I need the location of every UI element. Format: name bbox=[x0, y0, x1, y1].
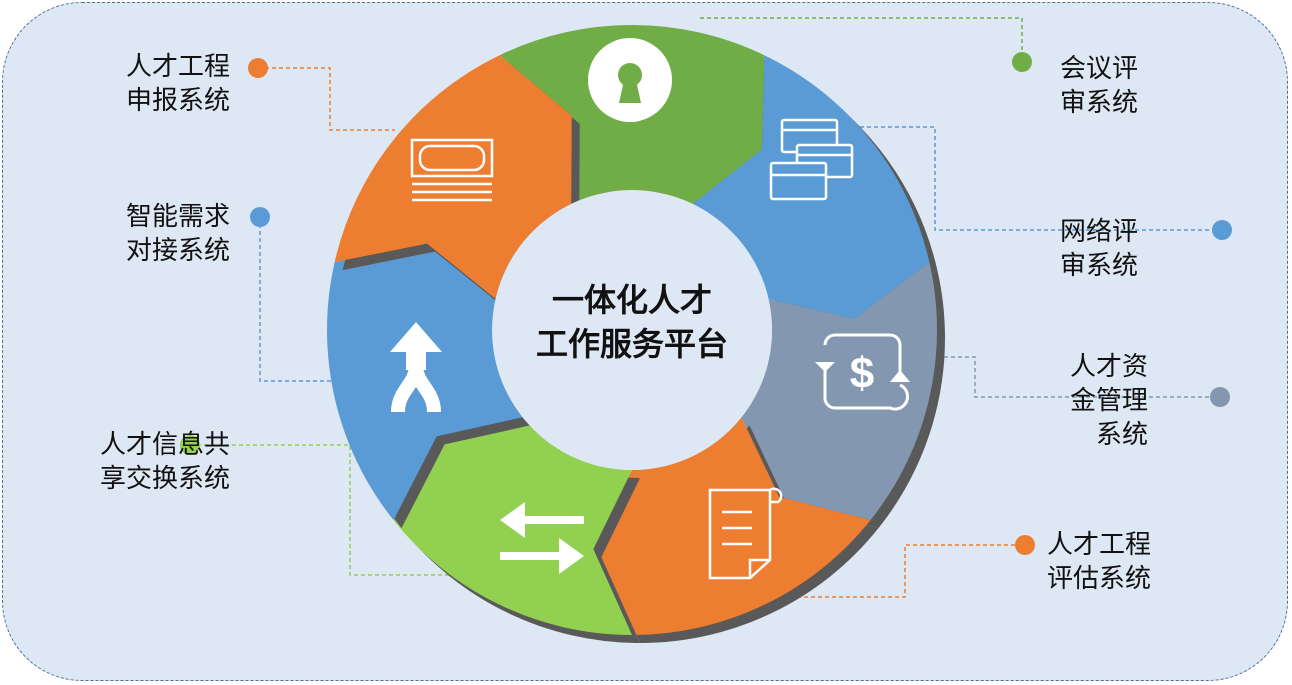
connector-sharing bbox=[190, 444, 450, 576]
label-line: 人才工程 bbox=[125, 52, 230, 82]
label-application[interactable]: 人才工程 申报系统 bbox=[20, 50, 230, 118]
dot-meeting-review bbox=[1012, 52, 1032, 72]
label-evaluation[interactable]: 人才工程 评估系统 bbox=[1047, 528, 1151, 596]
merge-arrow-icon bbox=[390, 322, 442, 413]
label-line: 人才工程 bbox=[1047, 530, 1152, 560]
label-meeting-review[interactable]: 会议评 审系统 bbox=[1060, 52, 1138, 120]
document-scroll-icon bbox=[708, 487, 783, 580]
exchange-arrows-icon bbox=[500, 502, 584, 574]
center-circle bbox=[492, 190, 772, 470]
label-line: 人才资 bbox=[1069, 352, 1148, 382]
cards-icon bbox=[769, 118, 854, 201]
dot-network-review bbox=[1212, 220, 1232, 240]
label-network-review[interactable]: 网络评 审系统 bbox=[1060, 215, 1138, 283]
label-matching[interactable]: 智能需求 对接系统 bbox=[20, 200, 230, 268]
label-line: 对接系统 bbox=[125, 236, 230, 266]
segment-funds-management[interactable] bbox=[741, 262, 938, 521]
connector-meeting-review bbox=[700, 17, 1023, 62]
label-line: 系统 bbox=[1095, 420, 1148, 450]
dot-matching bbox=[250, 207, 270, 227]
label-funds[interactable]: 人才资 金管理 系统 bbox=[1030, 350, 1148, 452]
banknote-icon bbox=[410, 138, 494, 202]
title-line-2: 工作服务平台 bbox=[535, 325, 728, 363]
label-line: 智能需求 bbox=[125, 202, 230, 232]
label-line: 人才信息共 bbox=[99, 430, 230, 460]
keyhole-icon bbox=[588, 38, 672, 122]
label-line: 审系统 bbox=[1060, 88, 1139, 118]
label-line: 申报系统 bbox=[125, 86, 230, 116]
label-sharing[interactable]: 人才信息共 享交换系统 bbox=[20, 428, 230, 496]
connector-funds bbox=[930, 356, 1220, 398]
label-line: 会议评 bbox=[1060, 54, 1139, 84]
connector-matching bbox=[259, 217, 335, 382]
connector-network-review bbox=[860, 126, 1222, 231]
connector-evaluation bbox=[790, 544, 1025, 598]
dot-sharing bbox=[180, 435, 200, 455]
title-line-1: 一体化人才 bbox=[551, 281, 712, 319]
dot-evaluation bbox=[1015, 535, 1035, 555]
label-line: 审系统 bbox=[1060, 251, 1139, 281]
label-line: 金管理 bbox=[1069, 386, 1148, 416]
label-line: 评估系统 bbox=[1047, 564, 1152, 594]
platform-title: 一体化人才 工作服务平台 bbox=[502, 278, 762, 366]
dollar-cycle-icon: $ bbox=[815, 333, 910, 411]
svg-text:$: $ bbox=[850, 349, 874, 398]
segment-project-evaluation[interactable] bbox=[593, 417, 871, 635]
dot-application bbox=[248, 58, 268, 78]
label-line: 网络评 bbox=[1060, 217, 1139, 247]
connector-application bbox=[258, 67, 395, 131]
label-line: 享交换系统 bbox=[99, 464, 230, 494]
dot-funds bbox=[1210, 387, 1230, 407]
